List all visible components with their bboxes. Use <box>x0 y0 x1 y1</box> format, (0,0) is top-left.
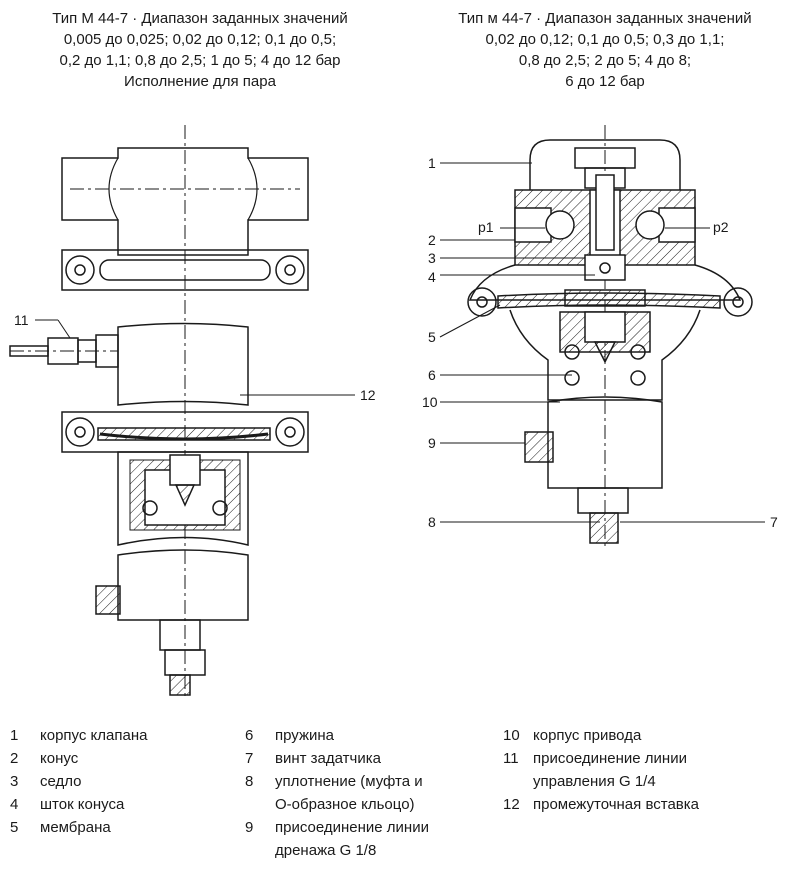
legend-item: 9 присоединение линии <box>245 816 429 839</box>
legend-text: промежуточная вставка <box>533 796 699 813</box>
legend-text: мембрана <box>40 819 111 836</box>
legend-number: 12 <box>503 796 520 813</box>
left-lower-flange <box>61 411 309 453</box>
legend-text: корпус клапана <box>40 727 148 744</box>
left-actuator-housing <box>117 451 249 546</box>
left-lower-body <box>117 549 249 621</box>
right-drawing <box>439 125 765 550</box>
callout-11: 11 <box>14 312 29 328</box>
legend-number: 10 <box>503 727 520 744</box>
callout-5: 5 <box>428 329 436 345</box>
title-line: 6 до 12 бар <box>565 73 645 90</box>
legend-column-3: 10 корпус привода 11 присоединение линии у… <box>503 724 699 816</box>
title-line: 0,8 до 2,5; 2 до 5; 4 до 8; <box>518 52 692 69</box>
legend-item: 12 промежуточная вставка <box>503 793 699 816</box>
callout-10: 10 <box>422 394 438 410</box>
legend-number: 2 <box>10 750 19 767</box>
legend-item: 3 седло <box>10 770 147 793</box>
port-label-p2: p2 <box>713 219 729 235</box>
callout-8: 8 <box>428 514 436 530</box>
callout-3: 3 <box>428 250 436 266</box>
callout-7: 7 <box>770 514 778 530</box>
legend-number: 8 <box>245 773 254 790</box>
title-line: Тип м 44-7 · Диапазон заданных значений <box>458 10 752 27</box>
legend-item-continuation: О-образное кльоцо) <box>275 796 415 813</box>
port-label-p1: p1 <box>478 219 494 235</box>
legend-column-1: 1 корпус клапана 2 конус 3 седло 4 шток кону… <box>10 724 147 839</box>
legend-item: 4 шток конуса <box>10 793 147 816</box>
legend-number: 9 <box>245 819 254 836</box>
legend-number: 3 <box>10 773 19 790</box>
callout-2: 2 <box>428 232 436 248</box>
legend-text: присоединение линии <box>533 750 687 767</box>
right-seat <box>584 254 626 281</box>
legend-item: 11 присоединение линии <box>503 747 699 770</box>
right-top-cap <box>529 139 681 190</box>
legend-text: седло <box>40 773 82 790</box>
title-line: 0,02 до 0,12; 0,1 до 0,5; 0,3 до 1,1; <box>485 31 725 48</box>
title-line: 0,005 до 0,025; 0,02 до 0,12; 0,1 до 0,5… <box>63 31 337 48</box>
legend-number: 1 <box>10 727 19 744</box>
left-intermediate-piece <box>117 322 249 406</box>
callout-4: 4 <box>428 269 436 285</box>
legend-text: винт задатчика <box>275 750 381 767</box>
left-upper-flange <box>61 249 309 291</box>
left-drawing <box>9 125 355 700</box>
legend-text: конус <box>40 750 79 767</box>
callout-9: 9 <box>428 435 436 451</box>
legend-item-continuation: управления G 1/4 <box>533 773 656 790</box>
legend-number: 11 <box>503 750 519 767</box>
legend-column-2: 6 пружина 7 винт задатчика 8 уплотнение (му… <box>245 724 429 862</box>
title-line: Тип М 44-7 · Диапазон заданных значений <box>52 10 348 27</box>
left-drawing-title: Тип М 44-7 · Диапазон заданных значений … <box>15 8 385 92</box>
legend-text: шток конуса <box>40 796 125 813</box>
legend-item: 1 корпус клапана <box>10 724 147 747</box>
legend-item: 5 мембрана <box>10 816 147 839</box>
control-line-connection <box>9 334 119 368</box>
callout-12: 12 <box>360 387 376 403</box>
callout-1: 1 <box>428 155 436 171</box>
title-line: 0,2 до 1,1; 0,8 до 2,5; 1 до 5; 4 до 12 … <box>59 52 341 69</box>
legend-text: пружина <box>275 727 335 744</box>
adjusting-screw <box>159 619 206 696</box>
right-lower-body <box>547 396 663 489</box>
legend-item: 2 конус <box>10 747 147 770</box>
legend-number: 4 <box>10 796 19 813</box>
right-drawing-title: Тип м 44-7 · Диапазон заданных значений … <box>420 8 790 92</box>
legend-number: 7 <box>245 750 254 767</box>
callout-6: 6 <box>428 367 436 383</box>
legend-item: 8 уплотнение (муфта и <box>245 770 429 793</box>
legend-number: 5 <box>10 819 19 836</box>
title-line: Исполнение для пара <box>124 73 276 90</box>
legend-item-continuation: дренажа G 1/8 <box>275 842 377 859</box>
legend-item: 10 корпус привода <box>503 724 699 747</box>
legend-text: уплотнение (муфта и <box>275 773 423 790</box>
legend-item: 6 пружина <box>245 724 429 747</box>
legend-text: присоединение линии <box>275 819 429 836</box>
legend-item: 7 винт задатчика <box>245 747 429 770</box>
legend-number: 6 <box>245 727 254 744</box>
legend-text: корпус привода <box>533 727 642 744</box>
right-actuator-housing <box>509 309 701 401</box>
